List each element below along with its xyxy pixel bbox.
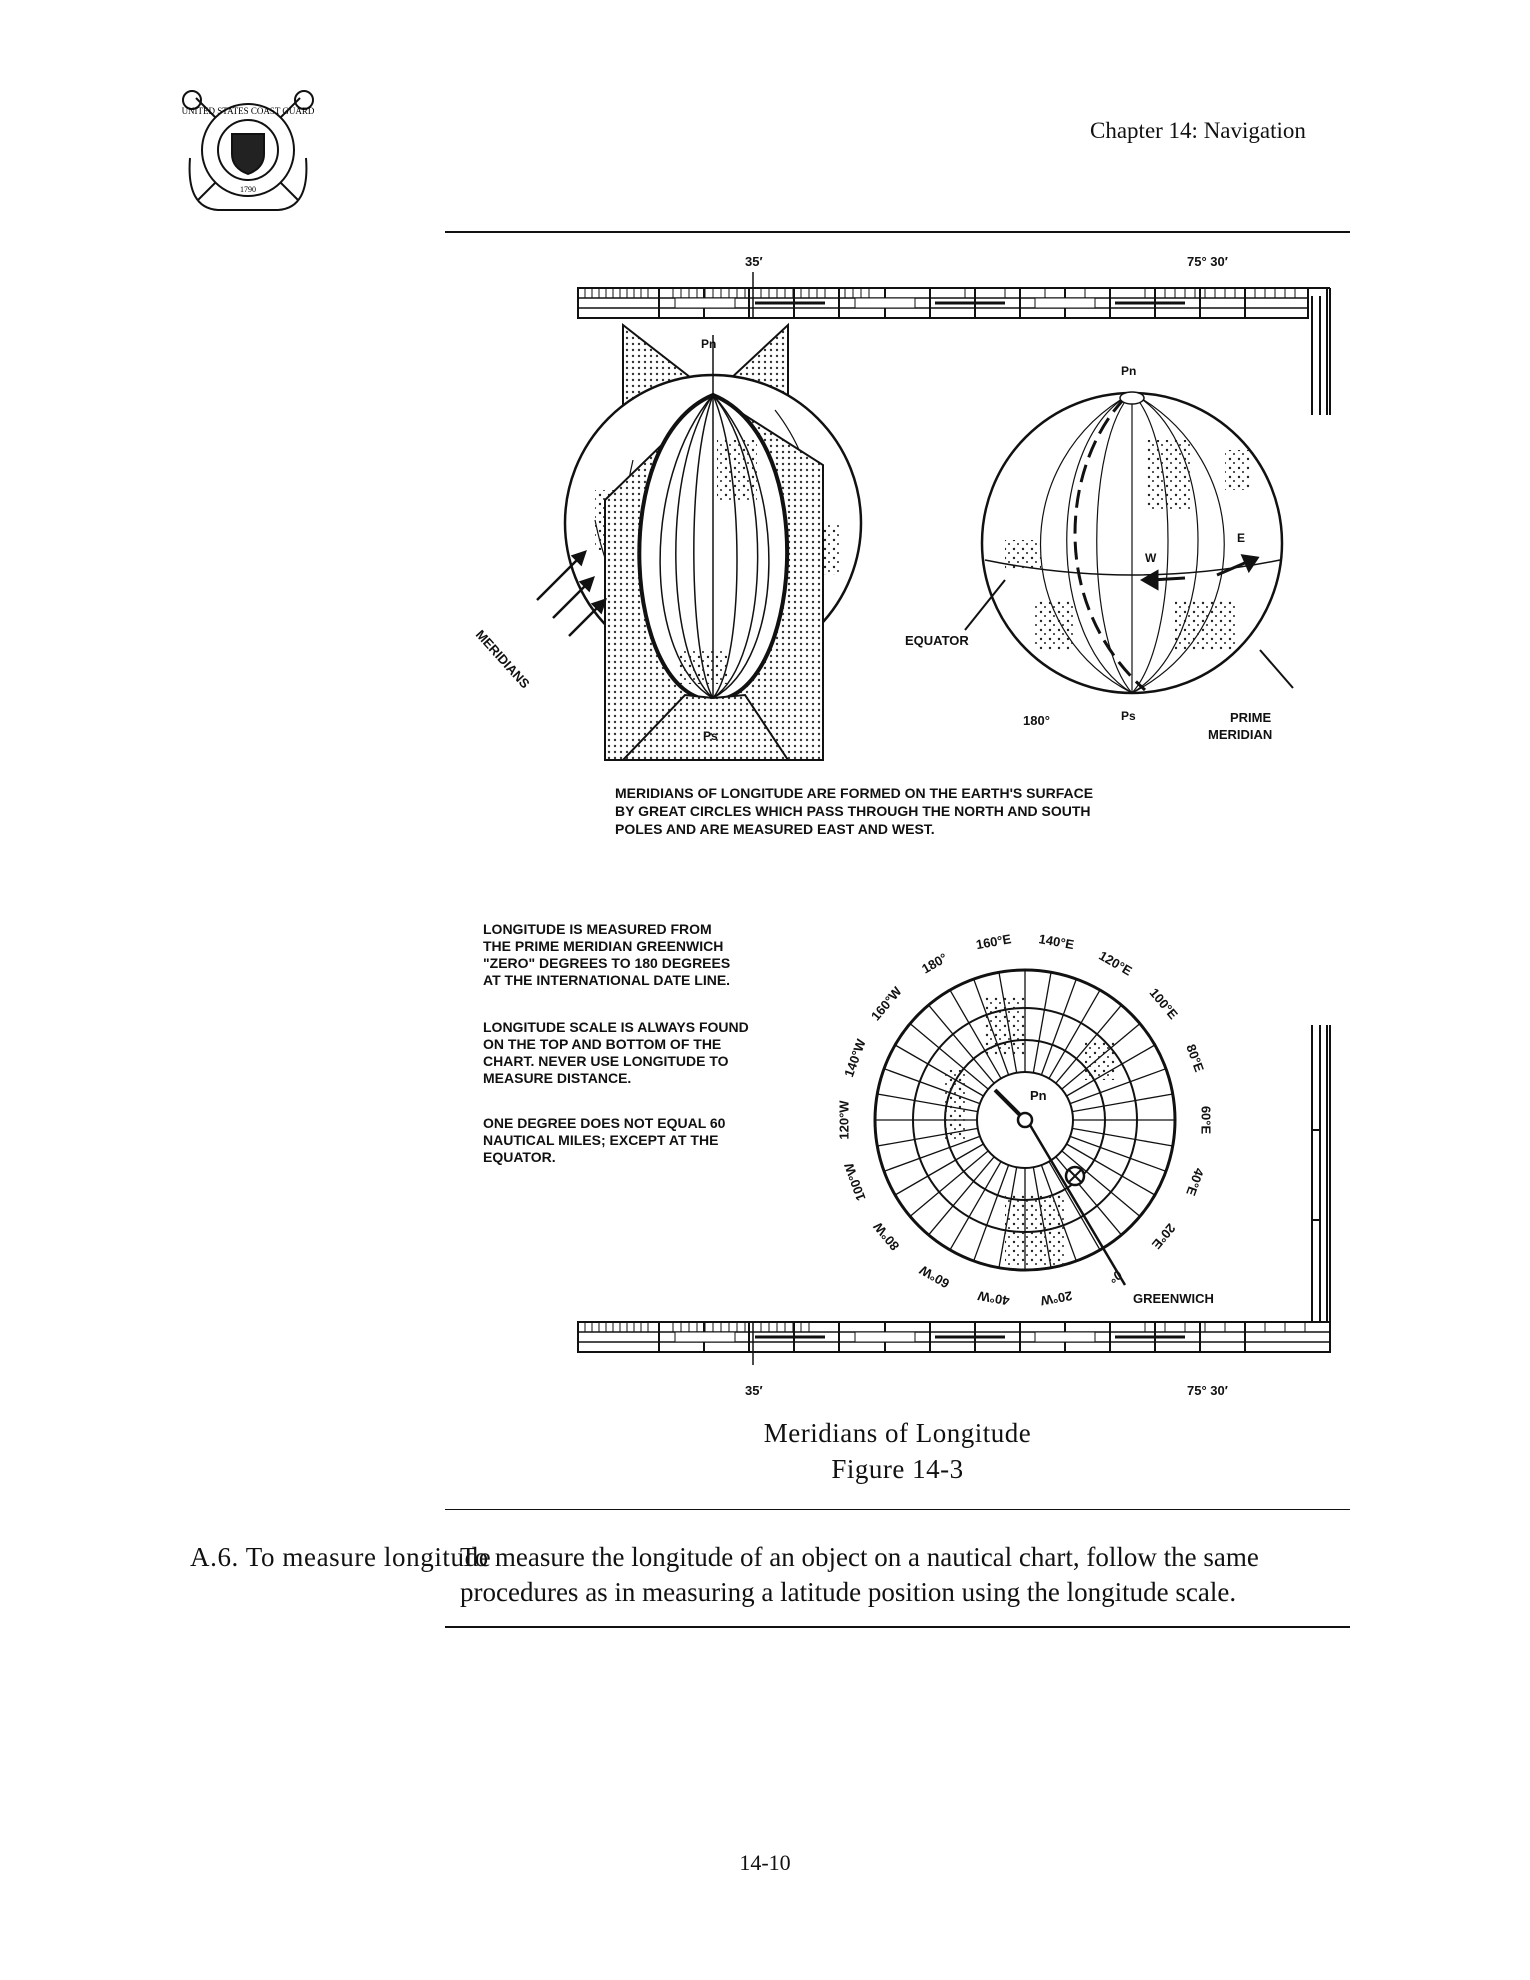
polar-meridian-line — [928, 1156, 995, 1236]
polar-degree-label: 120°E — [1096, 948, 1135, 979]
polar-degree-label: 140°E — [1038, 931, 1076, 952]
prime-label-2: MERIDIAN — [1208, 727, 1272, 742]
note2-line4: AT THE INTERNATIONAL DATE LINE. — [483, 972, 730, 988]
top-longitude-scale — [577, 272, 1331, 415]
polar-meridian-line — [1072, 1093, 1173, 1113]
bottom-longitude-scale — [577, 1321, 1331, 1365]
polar-degree-label: 40°W — [976, 1288, 1011, 1308]
polar-degree-label: 100°W — [841, 1160, 869, 1203]
polar-degree-label: 180° — [919, 950, 950, 976]
left-pole-south: Ps — [703, 729, 718, 743]
bottom-rule — [445, 1626, 1350, 1628]
polar-meridian-line — [894, 1143, 984, 1196]
polar-meridian-line — [1066, 1143, 1156, 1196]
west-label: W — [1145, 551, 1157, 565]
note2-line3: "ZERO" DEGREES TO 180 DEGREES — [483, 955, 730, 971]
right-pole-south: Ps — [1121, 709, 1136, 723]
page-number: 14-10 — [739, 1850, 791, 1875]
polar-meridian-line — [883, 1135, 981, 1172]
polar-meridian-line — [1032, 972, 1052, 1073]
left-globe — [536, 322, 863, 761]
note2-line2: THE PRIME MERIDIAN GREENWICH — [483, 938, 723, 954]
polar-meridian-line — [973, 1164, 1010, 1262]
figure-caption-number: Figure 14-3 — [831, 1454, 964, 1484]
polar-meridian-line — [1061, 1150, 1141, 1217]
polar-land-patch — [985, 995, 1025, 1055]
polar-meridian-line — [1048, 1161, 1101, 1251]
polar-meridian-line — [1069, 1068, 1167, 1105]
top-scale-label-left: 35′ — [745, 254, 763, 269]
coast-guard-seal-icon: UNITED STATES COAST GUARD 1790 — [182, 90, 315, 211]
polar-center-label: Pn — [1030, 1088, 1047, 1103]
note3-line2: ON THE TOP AND BOTTOM OF THE — [483, 1036, 721, 1052]
note3-line4: MEASURE DISTANCE. — [483, 1070, 631, 1086]
right-chart-border — [1311, 1025, 1331, 1352]
figure-caption-title: Meridians of Longitude — [763, 1418, 1032, 1448]
seal-ring-text: UNITED STATES COAST GUARD — [182, 106, 315, 116]
polar-meridian-line — [1055, 1156, 1122, 1236]
deg180-label: 180° — [1023, 713, 1050, 728]
note1-line3: POLES AND ARE MEASURED EAST AND WEST. — [615, 821, 935, 837]
polar-hub — [1016, 1111, 1034, 1129]
note1-line2: BY GREAT CIRCLES WHICH PASS THROUGH THE … — [615, 803, 1091, 819]
east-label: E — [1237, 531, 1245, 545]
seal-year: 1790 — [240, 185, 256, 194]
polar-meridian-line — [1072, 1127, 1173, 1147]
bottom-scale-label-right: 75° 30′ — [1187, 1383, 1228, 1398]
note4-line2: NAUTICAL MILES; EXCEPT AT THE — [483, 1132, 718, 1148]
polar-meridian-line — [909, 1150, 989, 1217]
meridians-figure: 35′ 75° 30′ Pn Ps MERIDIANS — [473, 254, 1331, 1398]
polar-degree-label: 40°E — [1183, 1166, 1207, 1198]
polar-land-patch — [945, 1070, 965, 1140]
polar-degree-label: 60°W — [916, 1262, 952, 1291]
polar-degree-label: 80°E — [1183, 1042, 1207, 1074]
meridians-arrow-label: MERIDIANS — [473, 627, 533, 691]
polar-degree-label: 100°E — [1147, 985, 1182, 1022]
polar-meridian-line — [894, 1044, 984, 1097]
chapter-header: Chapter 14: Navigation — [1090, 118, 1306, 143]
polar-meridian-line — [1069, 1135, 1167, 1172]
polar-degree-label: 20°E — [1149, 1221, 1179, 1253]
polar-land-patch — [1085, 1040, 1115, 1080]
polar-meridian-line — [949, 1161, 1002, 1251]
right-pole-north: Pn — [1121, 364, 1136, 378]
bottom-scale-label-left: 35′ — [745, 1383, 763, 1398]
polar-degree-label: 140°W — [841, 1036, 869, 1079]
polar-degree-label: 80°W — [870, 1219, 902, 1254]
left-pole-north: Pn — [701, 337, 716, 351]
equator-label: EQUATOR — [905, 633, 969, 648]
note2-line1: LONGITUDE IS MEASURED FROM — [483, 921, 712, 937]
note4-line3: EQUATOR. — [483, 1149, 556, 1165]
polar-meridian-line — [949, 989, 1002, 1079]
polar-meridian-line — [928, 1004, 995, 1084]
greenwich-pointer-line — [1028, 1124, 1127, 1286]
section-label: A.6. To measure longitude — [190, 1542, 492, 1572]
polar-degree-label: 0° — [1106, 1267, 1124, 1286]
note1-line1: MERIDIANS OF LONGITUDE ARE FORMED ON THE… — [615, 785, 1093, 801]
polar-meridian-line — [909, 1023, 989, 1090]
caption-rule — [445, 1509, 1350, 1510]
polar-degree-label: 60°E — [1199, 1106, 1214, 1135]
polar-meridian-line — [1048, 989, 1101, 1079]
top-scale-label-right: 75° 30′ — [1187, 254, 1228, 269]
polar-land-patch — [1005, 1195, 1065, 1265]
polar-degree-label: 120°W — [836, 1100, 851, 1140]
polar-degree-label: 160°E — [975, 931, 1013, 952]
note3-line1: LONGITUDE SCALE IS ALWAYS FOUND — [483, 1019, 749, 1035]
section-text: To measure the longitude of an object on… — [460, 1542, 1259, 1607]
polar-degree-label: 20°W — [1039, 1288, 1074, 1308]
greenwich-marker-cross — [1068, 1169, 1082, 1183]
polar-meridian-line — [1040, 978, 1077, 1076]
right-globe — [964, 391, 1294, 695]
prime-label-1: PRIME — [1230, 710, 1272, 725]
top-rule — [445, 231, 1350, 233]
note3-line3: CHART. NEVER USE LONGITUDE TO — [483, 1053, 729, 1069]
note4-line1: ONE DEGREE DOES NOT EQUAL 60 — [483, 1115, 726, 1131]
polar-degree-label: 160°W — [868, 983, 905, 1023]
greenwich-label: GREENWICH — [1133, 1291, 1214, 1306]
